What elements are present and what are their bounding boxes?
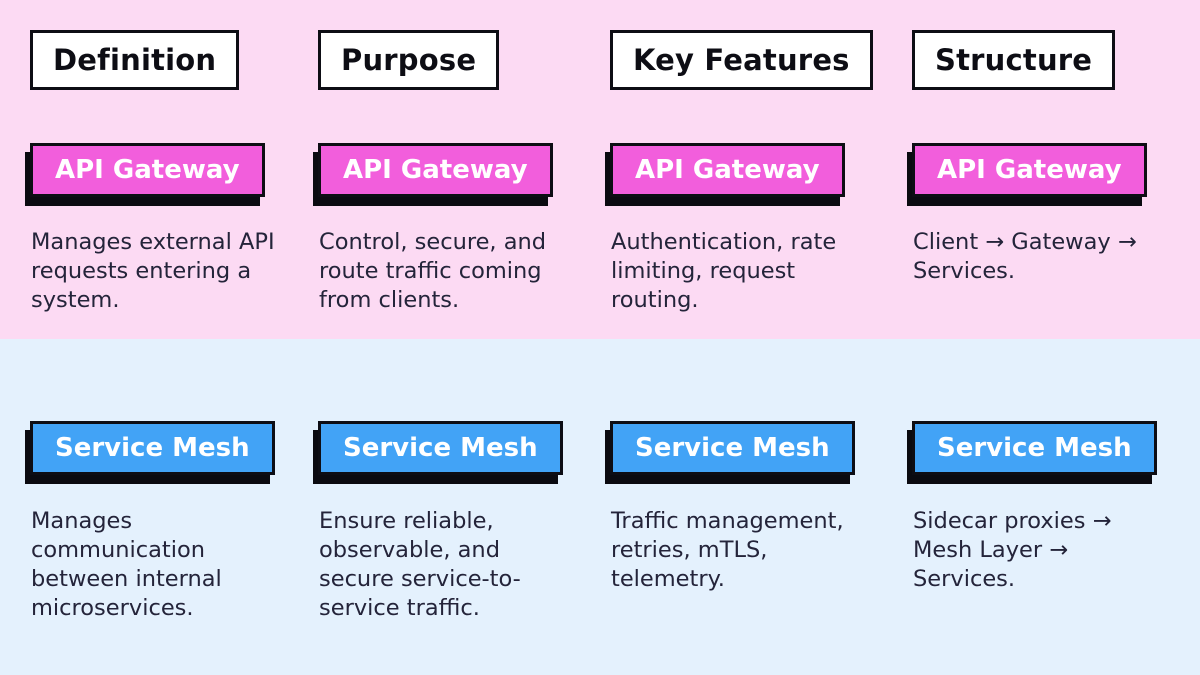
column-purpose: Purpose API Gateway Control, secure, and…: [318, 0, 604, 675]
column-header-definition: Definition: [30, 30, 240, 90]
api-gateway-button-structure[interactable]: API Gateway: [912, 143, 1147, 197]
service-mesh-button-purpose[interactable]: Service Mesh: [318, 421, 563, 475]
service-mesh-button-definition[interactable]: Service Mesh: [30, 421, 275, 475]
column-definition: Definition API Gateway Manages external …: [30, 0, 316, 675]
api-gateway-button-key-features[interactable]: API Gateway: [610, 143, 845, 197]
column-header-structure: Structure: [912, 30, 1116, 90]
api-gateway-button-purpose[interactable]: API Gateway: [318, 143, 553, 197]
service-mesh-button-key-features[interactable]: Service Mesh: [610, 421, 855, 475]
service-mesh-button-structure[interactable]: Service Mesh: [912, 421, 1157, 475]
api-gateway-key-features-text: Authentication, rate limiting, request r…: [611, 229, 837, 313]
column-header-purpose: Purpose: [318, 30, 500, 90]
service-mesh-structure-text: Sidecar proxies → Mesh Layer → Services.: [913, 508, 1112, 592]
column-header-key-features: Key Features: [610, 30, 873, 90]
api-gateway-structure-text: Client → Gateway → Services.: [913, 229, 1137, 284]
service-mesh-definition-text: Manages communication between internal m…: [31, 508, 222, 621]
column-structure: Structure API Gateway Client → Gateway →…: [912, 0, 1198, 675]
service-mesh-purpose-text: Ensure reliable, observable, and secure …: [319, 508, 521, 621]
service-mesh-section-background: [0, 339, 1200, 675]
api-gateway-purpose-text: Control, secure, and route traffic comin…: [319, 229, 547, 313]
api-gateway-definition-text: Manages external API requests entering a…: [31, 229, 275, 313]
api-gateway-button-definition[interactable]: API Gateway: [30, 143, 265, 197]
column-key-features: Key Features API Gateway Authentication,…: [610, 0, 896, 675]
service-mesh-key-features-text: Traffic management, retries, mTLS, telem…: [611, 508, 844, 592]
